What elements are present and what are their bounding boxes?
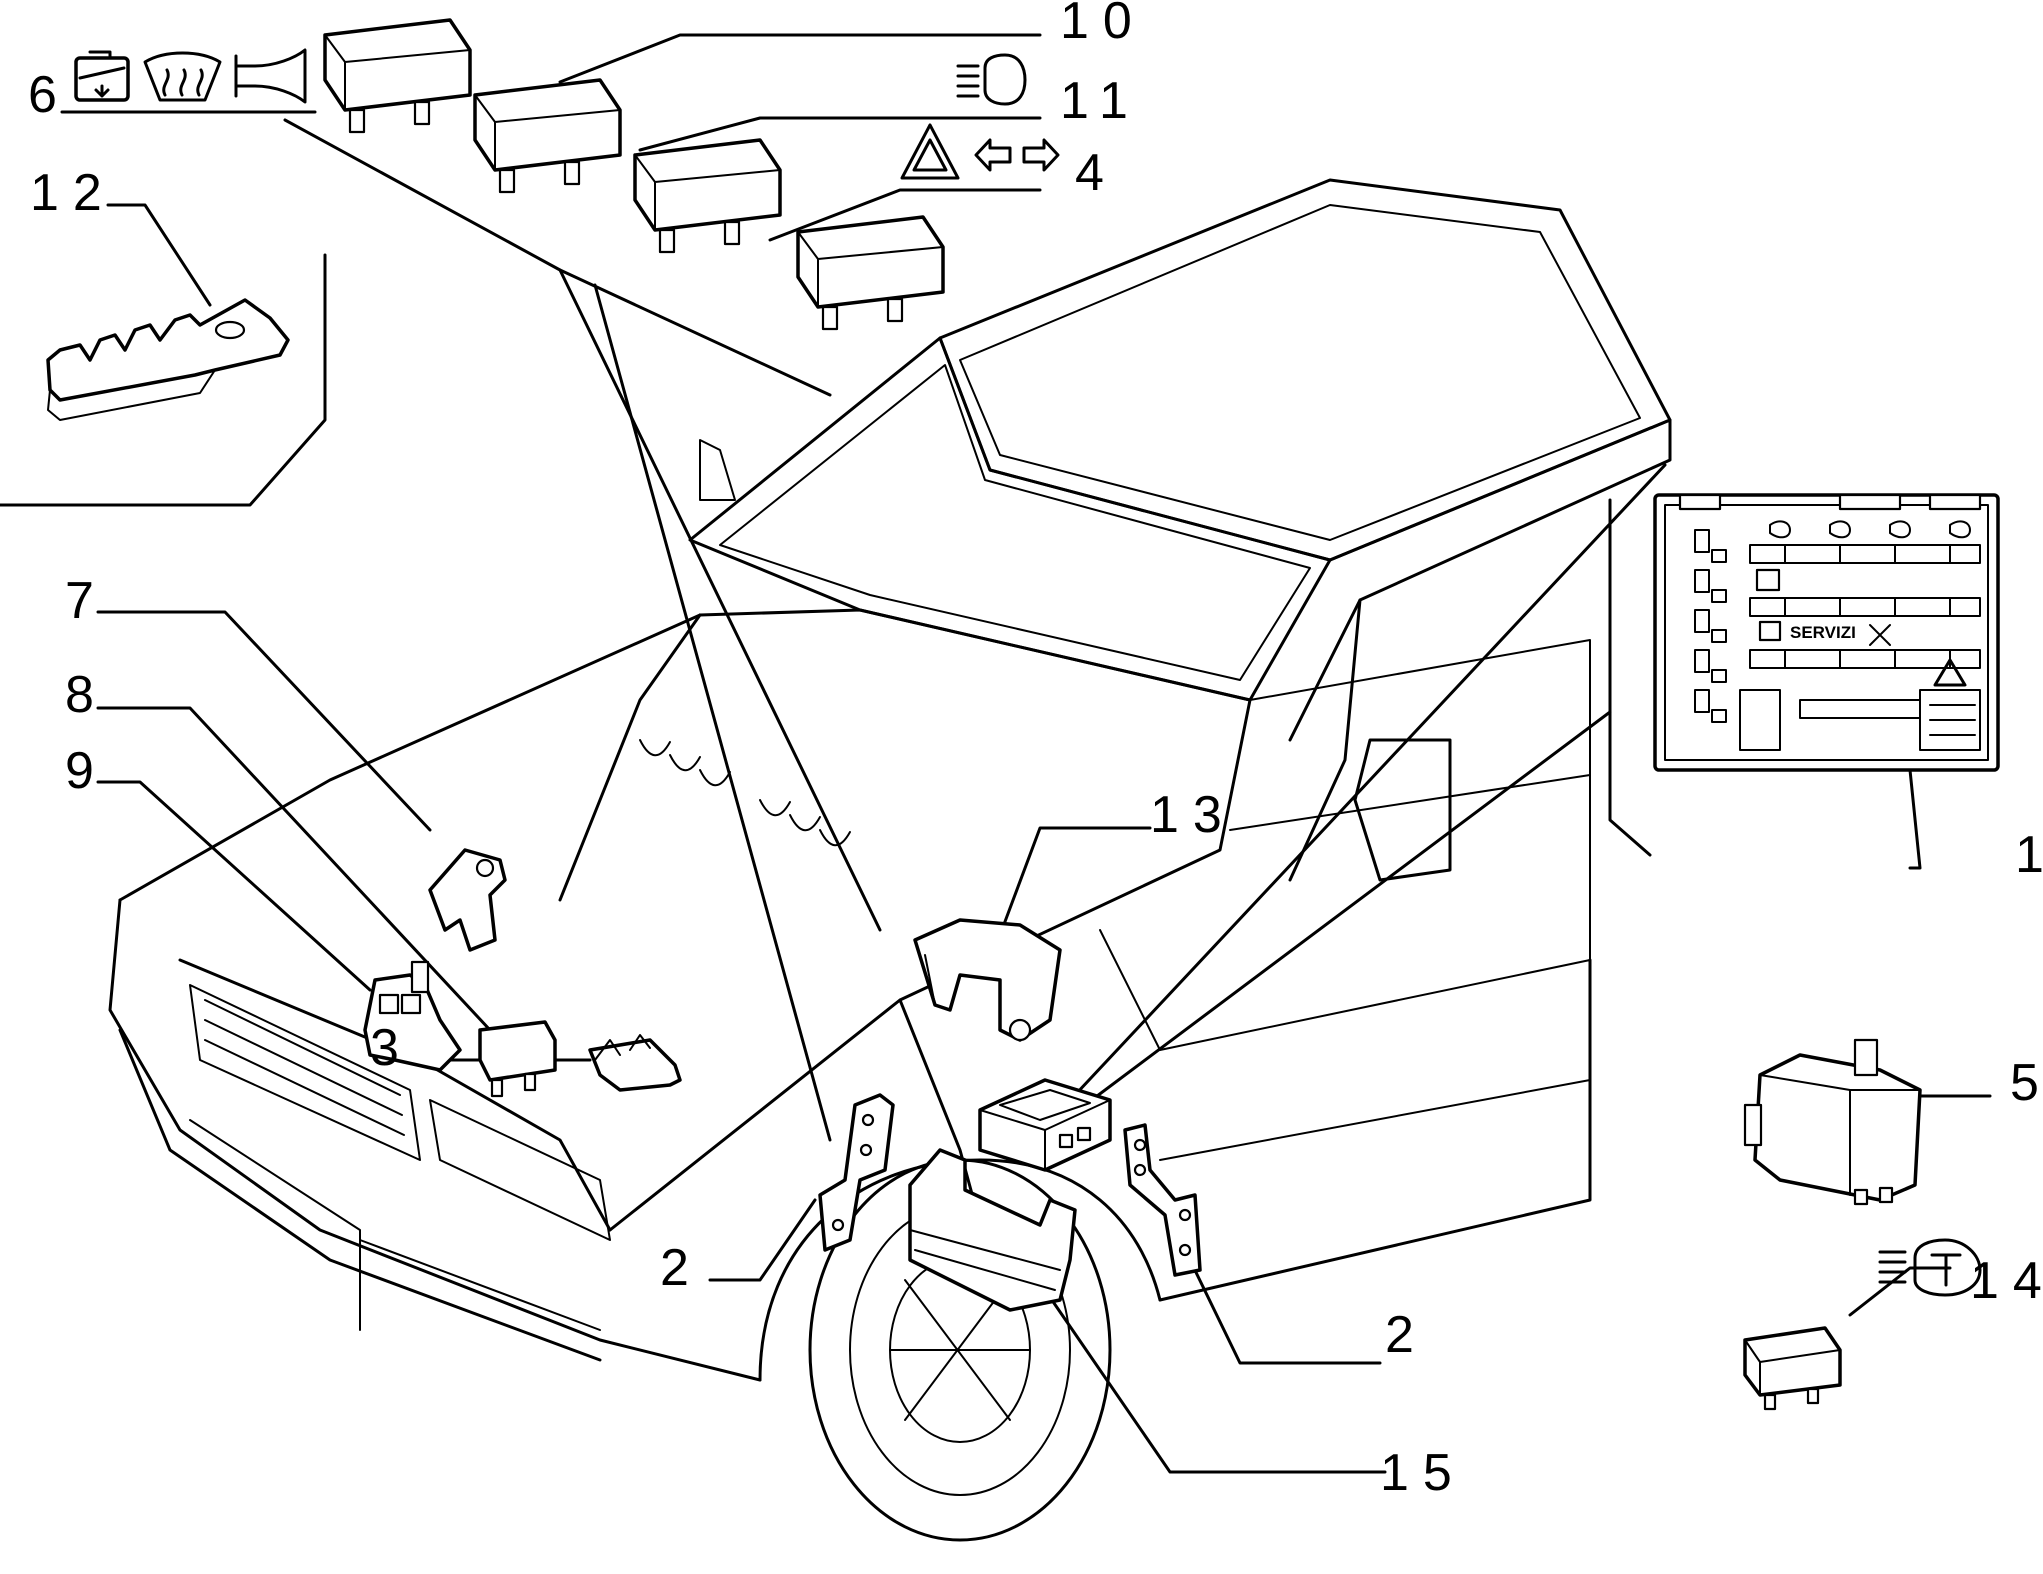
cable-clip-12 [46, 298, 290, 421]
rear-defrost-icon [143, 51, 222, 102]
callout-10: 10 [1060, 0, 1146, 50]
relay-4 [796, 215, 945, 331]
callout-7: 7 [65, 572, 108, 630]
tray-15 [908, 1148, 1077, 1312]
window-lift-icon [74, 50, 130, 102]
callout-14: 14 [1970, 1252, 2043, 1310]
callout-5: 5 [2010, 1054, 2043, 1112]
fusebox-label: SERVIZI [1790, 623, 1856, 642]
control-unit-center [978, 1078, 1112, 1172]
callout-1: 1 [2015, 826, 2043, 884]
callout-9: 9 [65, 742, 108, 800]
control-module-5 [1743, 1038, 1922, 1206]
relay-10 [473, 78, 622, 194]
bracket-2-left [818, 1093, 895, 1252]
horn-icon [234, 48, 307, 104]
relay-14 [1743, 1326, 1842, 1411]
callout-2-left: 2 [660, 1239, 703, 1297]
turn-signal-arrows-icon [974, 138, 1060, 172]
callout-13: 13 [1150, 786, 1236, 844]
bracket-2-right [1123, 1123, 1202, 1277]
callout-6: 6 [28, 66, 71, 124]
callout-11: 11 [1060, 72, 1142, 130]
maxi-fuse-3 [588, 1034, 682, 1092]
callout-12: 12 [30, 164, 116, 222]
fuse-holder-9 [363, 960, 462, 1072]
callout-2-right: 2 [1385, 1306, 1428, 1364]
fuse-box-1: SERVIZI [1653, 493, 2000, 772]
bracket-7 [428, 848, 507, 952]
callout-15: 15 [1380, 1444, 1466, 1502]
callout-3: 3 [370, 1019, 413, 1077]
fog-light-icon [1878, 1238, 1982, 1297]
small-relay-8 [478, 1020, 557, 1098]
car-outline [108, 178, 1672, 1542]
callout-8: 8 [65, 666, 108, 724]
hazard-warning-icon [900, 123, 960, 180]
high-beam-icon [956, 53, 1027, 106]
bracket-13 [913, 918, 1062, 1042]
leader-lines [0, 33, 1992, 1474]
callout-4: 4 [1075, 144, 1118, 202]
relay-6 [323, 18, 472, 134]
relay-11 [633, 138, 782, 254]
